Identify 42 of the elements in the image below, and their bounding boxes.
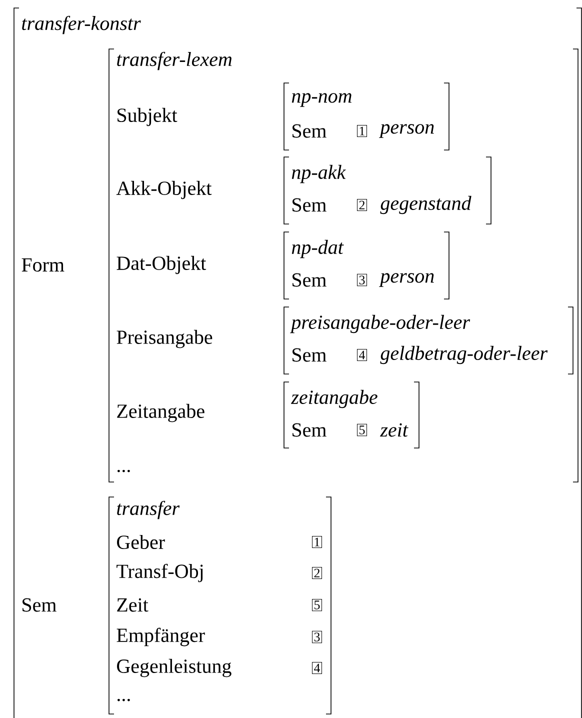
feature-name: Sem <box>292 273 326 287</box>
tag-box: 5 <box>312 598 322 612</box>
type-label: np-akk <box>292 164 346 184</box>
type-label: transfer <box>117 500 180 520</box>
tag-box: 4 <box>357 348 367 362</box>
feature-name: Sem <box>22 598 56 612</box>
feature-name: Dat-Objekt <box>116 256 206 274</box>
type-label: np-nom <box>292 93 352 107</box>
tag-box: 2 <box>357 198 367 212</box>
feature-name: Sem <box>292 124 326 138</box>
feature-name: Transf-Obj <box>116 564 203 582</box>
feature-name: Akk-Objekt <box>116 180 212 200</box>
tag-box: 3 <box>357 274 367 286</box>
feature-name: Subjekt <box>118 108 178 126</box>
tag-box: 3 <box>312 630 322 644</box>
tag-box: 4 <box>312 662 322 674</box>
feature-name: Form <box>22 258 64 272</box>
ellipsis: ... <box>118 470 130 472</box>
ellipsis: ... <box>118 698 130 702</box>
tag-box: 2 <box>312 566 322 580</box>
tag-box: 1 <box>312 536 322 548</box>
feature-name: Sem <box>292 198 326 212</box>
feature-name: Zeitangabe <box>117 404 204 422</box>
type-label: zeit <box>380 423 408 437</box>
feature-name: Gegenleistung <box>117 658 232 678</box>
type-label: geldbetrag-oder-leer <box>380 346 548 364</box>
type-label: transfer-konstr <box>22 16 141 34</box>
feature-name: Preisangabe <box>116 330 212 348</box>
type-label: np-dat <box>292 240 344 258</box>
tag-box: 1 <box>357 124 367 138</box>
feature-name: Geber <box>117 534 165 550</box>
feature-name: Empfänger <box>116 628 205 646</box>
feature-name: Sem <box>292 423 326 437</box>
type-label: transfer-lexem <box>117 52 232 70</box>
type-label: person <box>379 124 434 138</box>
type-label: person <box>379 273 434 287</box>
feature-name: Sem <box>292 348 326 362</box>
type-label: preisangabe-oder-leer <box>290 314 470 334</box>
tag-box: 5 <box>357 424 367 436</box>
type-label: zeitangabe <box>290 390 378 408</box>
feature-name: Zeit <box>117 598 148 612</box>
type-label: gegenstand <box>380 196 472 214</box>
